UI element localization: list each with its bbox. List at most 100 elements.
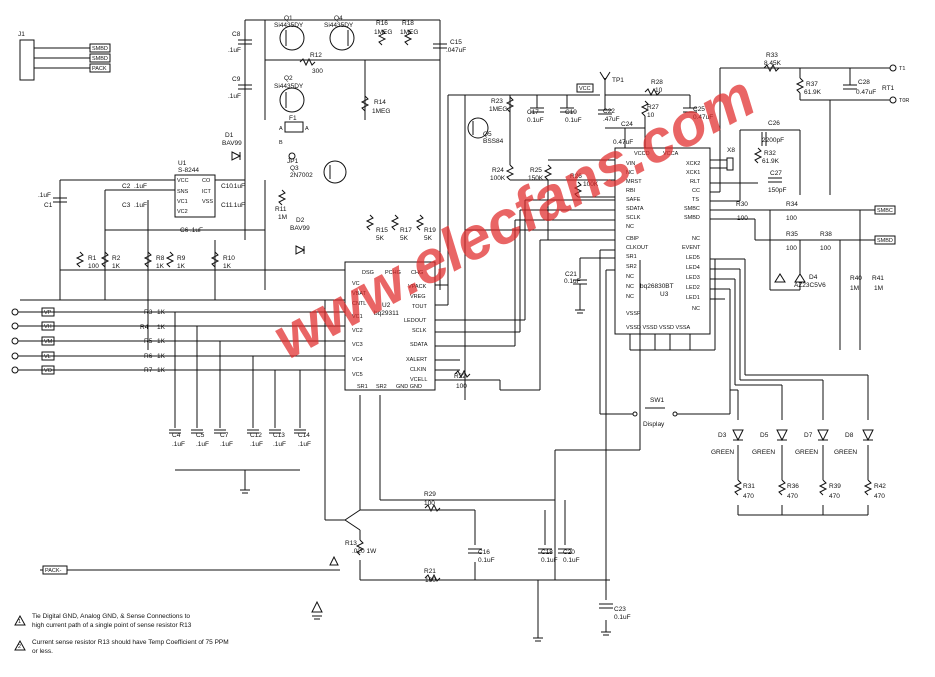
capacitor-c12: C12.1uF: [247, 429, 263, 448]
svg-text:NC: NC: [626, 274, 634, 280]
svg-text:R10: R10: [223, 255, 235, 262]
svg-text:XCK1: XCK1: [686, 170, 700, 176]
svg-text:Q4: Q4: [334, 15, 343, 22]
svg-text:NC: NC: [626, 224, 634, 230]
svg-text:VO: VO: [44, 368, 53, 374]
svg-text:LED5: LED5: [686, 255, 700, 261]
svg-text:C27: C27: [770, 170, 782, 177]
svg-text:GREEN: GREEN: [834, 449, 857, 456]
svg-text:R14: R14: [374, 99, 386, 106]
capacitor-c11: C11 .1uF: [221, 202, 245, 209]
svg-text:R37: R37: [806, 81, 818, 88]
svg-text:CO: CO: [202, 178, 211, 184]
svg-text:R4: R4: [140, 324, 149, 331]
svg-text:TS: TS: [692, 197, 699, 203]
mosfet-q1: Q1 Si4435DY: [274, 15, 305, 51]
svg-text:PCHG: PCHG: [385, 270, 401, 276]
svg-text:C11: C11: [221, 202, 233, 209]
svg-text:VP: VP: [44, 310, 52, 316]
svg-text:SMBD: SMBD: [92, 56, 108, 62]
svg-text:1K: 1K: [177, 263, 186, 270]
svg-text:VCC: VCC: [177, 178, 189, 184]
svg-text:2200pF: 2200pF: [762, 137, 784, 144]
capacitor-c5: C5.1uF: [191, 429, 209, 448]
svg-text:BAV99: BAV99: [222, 140, 242, 147]
capacitor-c13: C13.1uF: [269, 429, 286, 448]
capacitor-c7: C7.1uF: [214, 429, 233, 448]
top-rail-wires: [244, 19, 441, 290]
svg-text:100: 100: [456, 383, 467, 390]
svg-text:D8: D8: [845, 432, 854, 439]
svg-text:.1uF: .1uF: [273, 441, 286, 448]
svg-text:D1: D1: [225, 132, 234, 139]
svg-text:0.1uF: 0.1uF: [614, 614, 631, 621]
svg-text:C16: C16: [478, 549, 490, 556]
crystal-x8: X8: [710, 147, 735, 171]
svg-text:LEDOUT: LEDOUT: [404, 318, 427, 324]
svg-text:1MEG: 1MEG: [489, 106, 507, 113]
svg-text:SAFE: SAFE: [626, 197, 641, 203]
svg-text:.1uF: .1uF: [134, 183, 147, 190]
note-1-text-2: high current path of a single point of s…: [32, 622, 192, 629]
svg-text:LED1: LED1: [686, 295, 700, 301]
u3-bottom-wires: [605, 259, 716, 600]
svg-text:C10: C10: [221, 183, 233, 190]
capacitor-c2: C2 .1uF: [122, 183, 147, 190]
svg-text:R42: R42: [874, 483, 886, 490]
svg-text:GREEN: GREEN: [711, 449, 734, 456]
svg-text:R25: R25: [530, 167, 542, 174]
svg-text:.47uF: .47uF: [603, 116, 620, 123]
svg-text:Si4435DY: Si4435DY: [324, 22, 354, 29]
svg-text:C28: C28: [858, 79, 870, 86]
terminal-vl: VL: [11, 351, 345, 361]
note-2-text-2: or less.: [32, 648, 53, 655]
svg-text:2N7002: 2N7002: [290, 172, 313, 179]
svg-text:.1uF: .1uF: [232, 202, 245, 209]
svg-text:61.9K: 61.9K: [762, 158, 780, 165]
svg-text:R28: R28: [651, 79, 663, 86]
svg-text:C9: C9: [232, 76, 241, 83]
svg-text:5K: 5K: [424, 235, 433, 242]
svg-text:SMBD: SMBD: [877, 238, 893, 244]
svg-text:R5: R5: [144, 338, 153, 345]
svg-text:R18: R18: [402, 20, 414, 27]
connector-j1: J1 SMBD SMBD PACK: [18, 31, 111, 81]
svg-text:100: 100: [737, 215, 748, 222]
svg-text:1M: 1M: [850, 285, 859, 292]
svg-text:B: B: [279, 140, 283, 146]
svg-text:ICT: ICT: [202, 189, 212, 195]
capacitor-c9: C9 .1uF: [228, 76, 252, 100]
svg-text:PACK-: PACK-: [45, 568, 62, 574]
svg-text:100: 100: [88, 263, 99, 270]
svg-text:0.1uF: 0.1uF: [564, 278, 581, 285]
svg-text:SDATA: SDATA: [626, 206, 644, 212]
svg-text:VSSD VSSD VSSD VSSA: VSSD VSSD VSSD VSSA: [626, 325, 691, 331]
svg-text:R29: R29: [424, 491, 436, 498]
left-cluster-wires: [20, 179, 345, 350]
svg-text:470: 470: [743, 493, 754, 500]
svg-text:SMBC: SMBC: [684, 206, 700, 212]
svg-text:T1: T1: [899, 66, 905, 72]
svg-text:XCK2: XCK2: [686, 161, 700, 167]
resistor-r2: R2 1K: [100, 251, 121, 270]
svg-text:R12: R12: [310, 52, 322, 59]
svg-text:0.47uF: 0.47uF: [693, 114, 713, 121]
svg-text:.1uF: .1uF: [190, 227, 203, 234]
diode-d4: D4 AZ23C5V6: [774, 273, 826, 289]
svg-text:LED4: LED4: [686, 265, 700, 271]
svg-text:DSG: DSG: [362, 270, 374, 276]
svg-text:.1uF: .1uF: [228, 47, 241, 54]
svg-text:SR2: SR2: [626, 264, 637, 270]
mosfet-q3: Q3 2N7002: [290, 160, 347, 184]
svg-text:1MEG: 1MEG: [374, 29, 392, 36]
svg-text:R17: R17: [400, 227, 412, 234]
svg-text:S-8244: S-8244: [178, 167, 199, 174]
